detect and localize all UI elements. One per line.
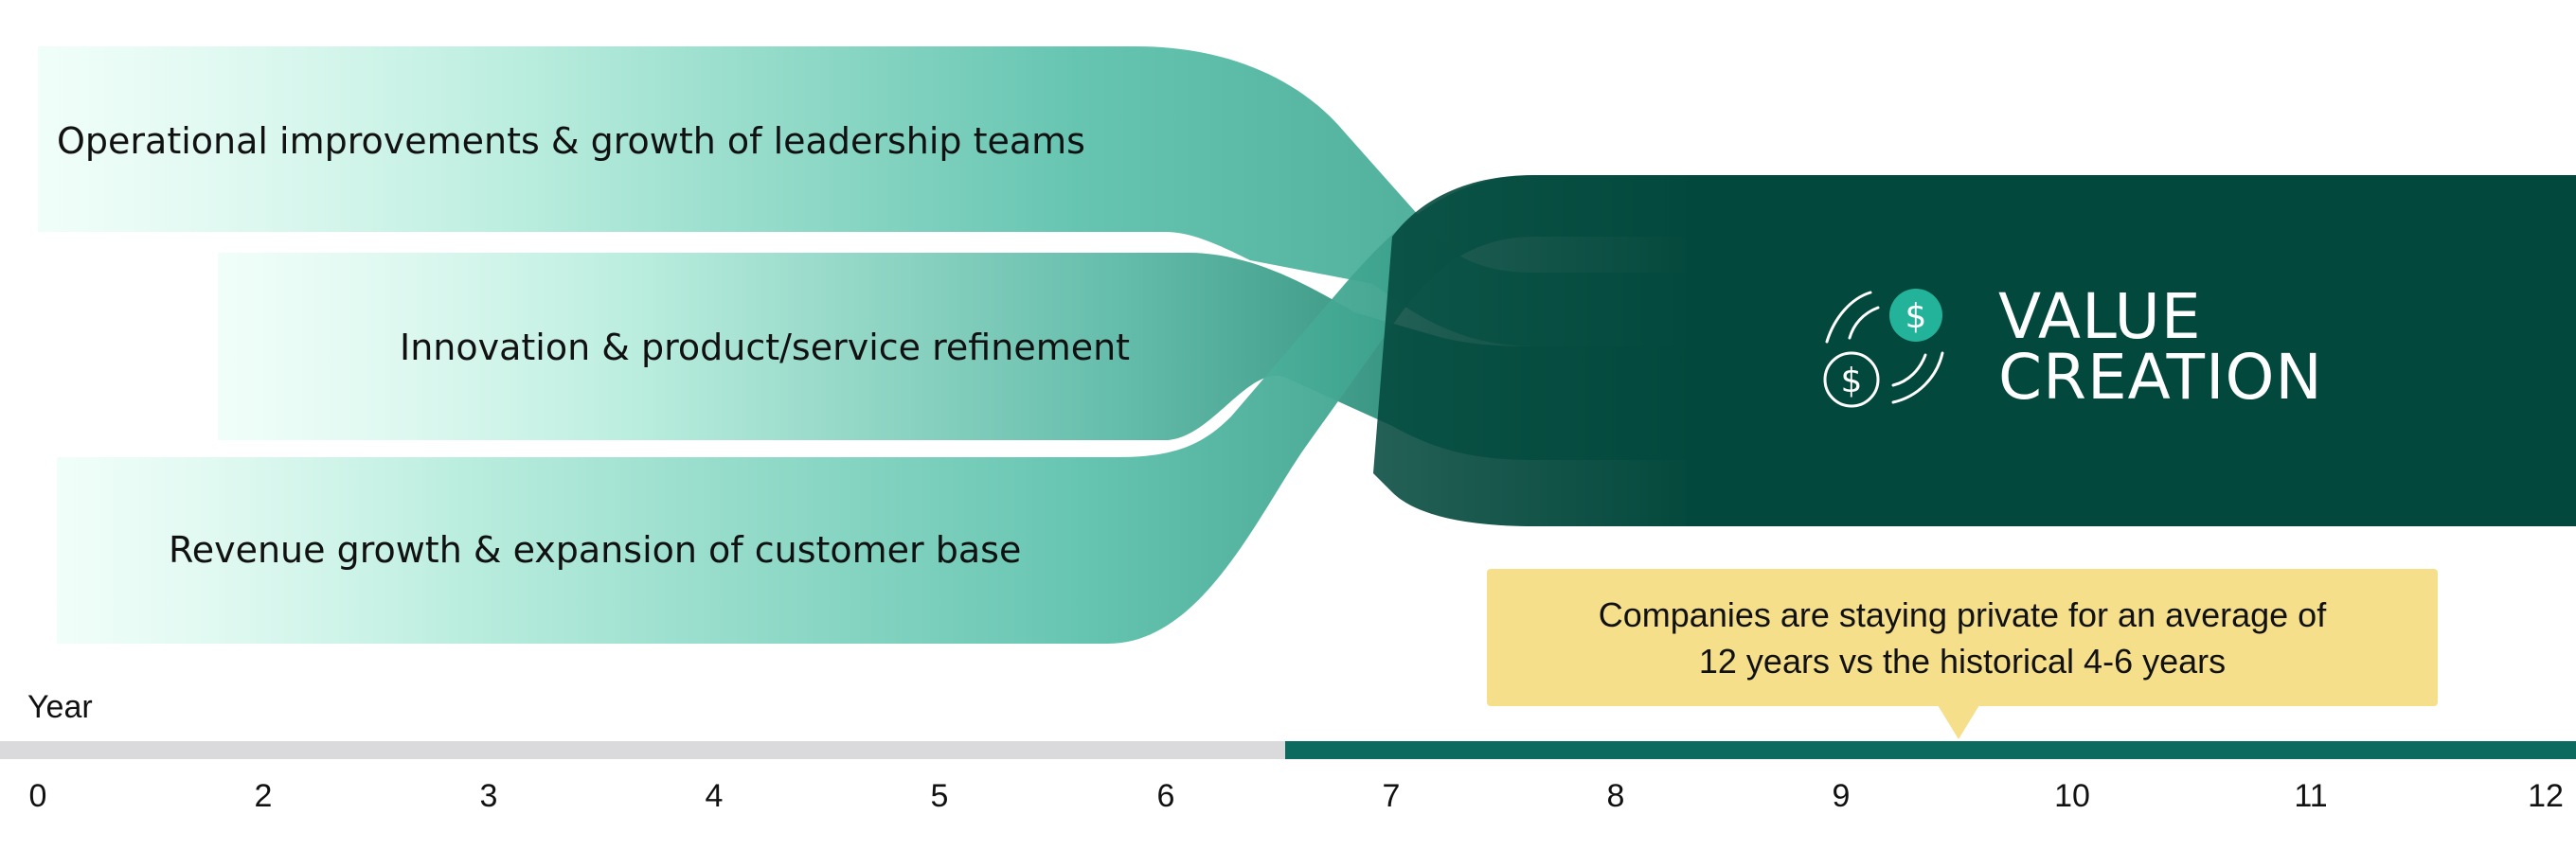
- timeline-tick: 4: [705, 778, 724, 814]
- callout-pointer: [1938, 705, 1979, 739]
- callout-line-1: Companies are staying private for an ave…: [1598, 594, 2327, 634]
- coins-dollar-icon: $ $: [1823, 289, 1944, 408]
- driver-label-revenue: Revenue growth & expansion of customer b…: [169, 529, 1022, 571]
- timeline-year-label: Year: [27, 689, 93, 725]
- value-creation-title: VALUE CREATION: [1998, 280, 2323, 414]
- timeline-tick: 6: [1156, 778, 1175, 814]
- value-creation-line-1: VALUE: [1998, 280, 2202, 353]
- timeline-tick: 0: [28, 778, 47, 814]
- timeline-tick: 10: [2054, 778, 2090, 814]
- callout-line-2: 12 years vs the historical 4-6 years: [1698, 641, 2227, 681]
- timeline-tick: 3: [479, 778, 498, 814]
- private-years-callout: Companies are staying private for an ave…: [1487, 569, 2438, 706]
- svg-text:$: $: [1841, 362, 1863, 400]
- flow-band-revenue: [57, 175, 1705, 644]
- timeline-tick: 8: [1606, 778, 1625, 814]
- driver-label-innovation: Innovation & product/service refinement: [400, 327, 1131, 368]
- timeline-tick: 7: [1382, 778, 1401, 814]
- timeline-tick: 12: [2528, 778, 2564, 814]
- driver-label-operational: Operational improvements & growth of lea…: [57, 120, 1085, 162]
- flow-band-operational: [38, 46, 1705, 346]
- timeline-tick: 2: [254, 778, 273, 814]
- timeline-tick: 11: [2294, 778, 2328, 814]
- timeline-tick: 9: [1832, 778, 1851, 814]
- timeline-tick: 5: [930, 778, 949, 814]
- svg-text:$: $: [1905, 297, 1927, 336]
- value-creation-line-2: CREATION: [1998, 341, 2323, 414]
- timeline-track-historical: [0, 741, 1285, 759]
- timeline-track-current: [1285, 741, 2576, 759]
